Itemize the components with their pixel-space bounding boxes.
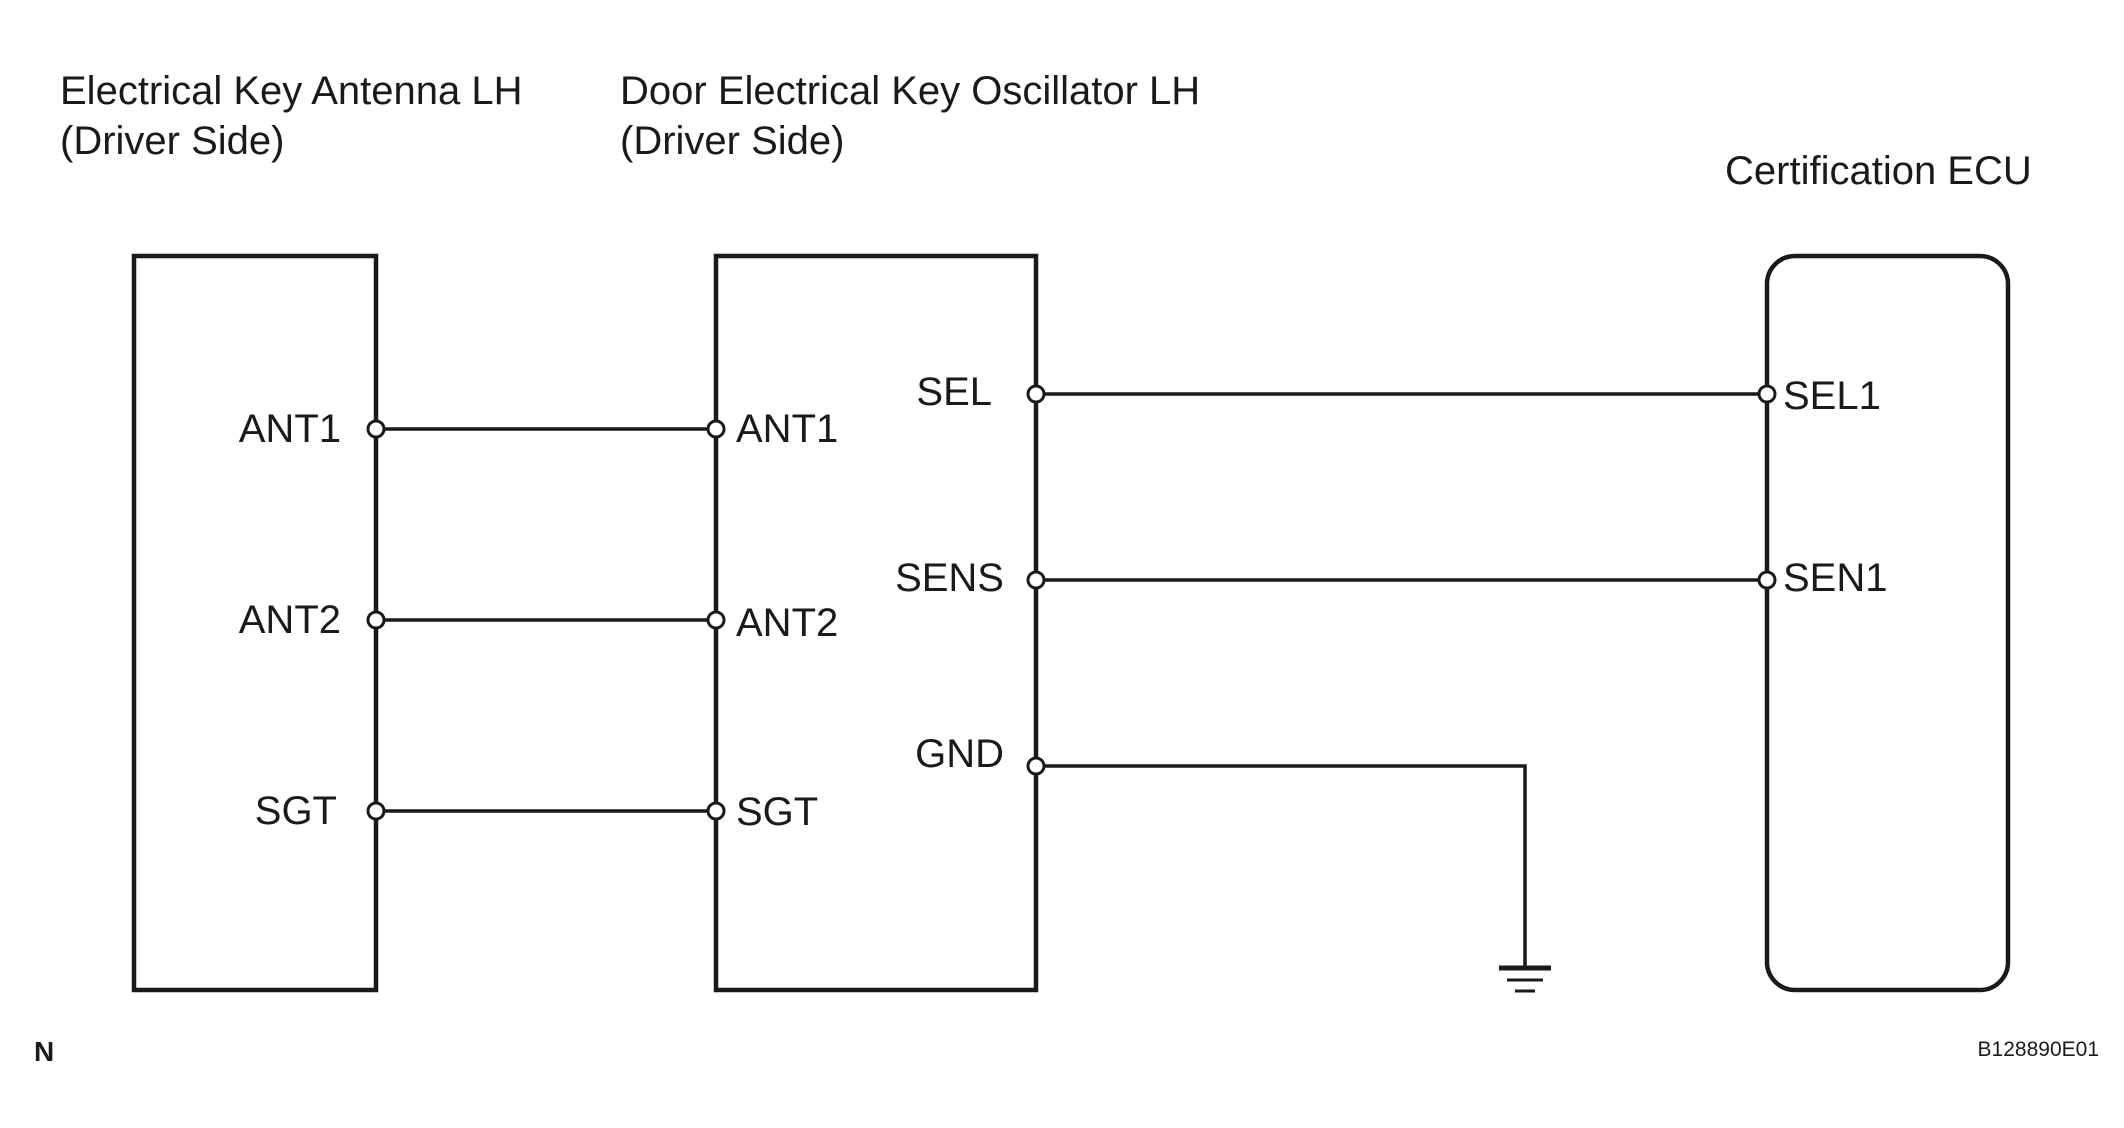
ground-symbol-icon [1499,965,1551,993]
oscillator-terminal-gnd [1026,756,1046,776]
oscillator-title: Door Electrical Key Oscillator LH (Drive… [620,69,1200,163]
antenna-title-line2: (Driver Side) [60,119,284,163]
antenna-title-line1: Electrical Key Antenna LH [60,69,522,113]
note-marker: N [34,1036,54,1067]
oscillator-terminal-ant2 [706,610,726,630]
ecu-title: Certification ECU [1725,149,2032,193]
antenna-terminal-sgt [366,801,386,821]
antenna-pin-ant2: ANT2 [239,598,341,642]
oscillator-pin-ant2: ANT2 [736,601,838,645]
oscillator-pin-sel: SEL [916,370,992,414]
antenna-title: Electrical Key Antenna LH (Driver Side) [60,69,522,163]
figure-code: B128890E01 [1978,1038,2099,1061]
ecu-terminal-sel1 [1757,384,1777,404]
antenna-terminal-ant1 [366,419,386,439]
oscillator-pin-gnd: GND [915,732,1004,776]
ecu-box [1764,253,2011,993]
oscillator-pin-sgt: SGT [736,790,818,834]
ecu-pin-sen1: SEN1 [1783,556,1888,600]
oscillator-terminal-ant1 [706,419,726,439]
antenna-pin-sgt: SGT [255,789,337,833]
oscillator-terminal-sens [1026,570,1046,590]
oscillator-title-line2: (Driver Side) [620,119,844,163]
terminals [366,384,1777,821]
ecu-terminal-sen1 [1757,570,1777,590]
antenna-pin-ant1: ANT1 [239,407,341,451]
oscillator-terminal-sel [1026,384,1046,404]
oscillator-pin-sens: SENS [895,556,1004,600]
wire-gnd [1036,764,1527,968]
antenna-terminal-ant2 [366,610,386,630]
oscillator-terminal-sgt [706,801,726,821]
oscillator-pin-ant1: ANT1 [736,407,838,451]
oscillator-title-line1: Door Electrical Key Oscillator LH [620,69,1200,113]
ecu-pin-sel1: SEL1 [1783,374,1881,418]
